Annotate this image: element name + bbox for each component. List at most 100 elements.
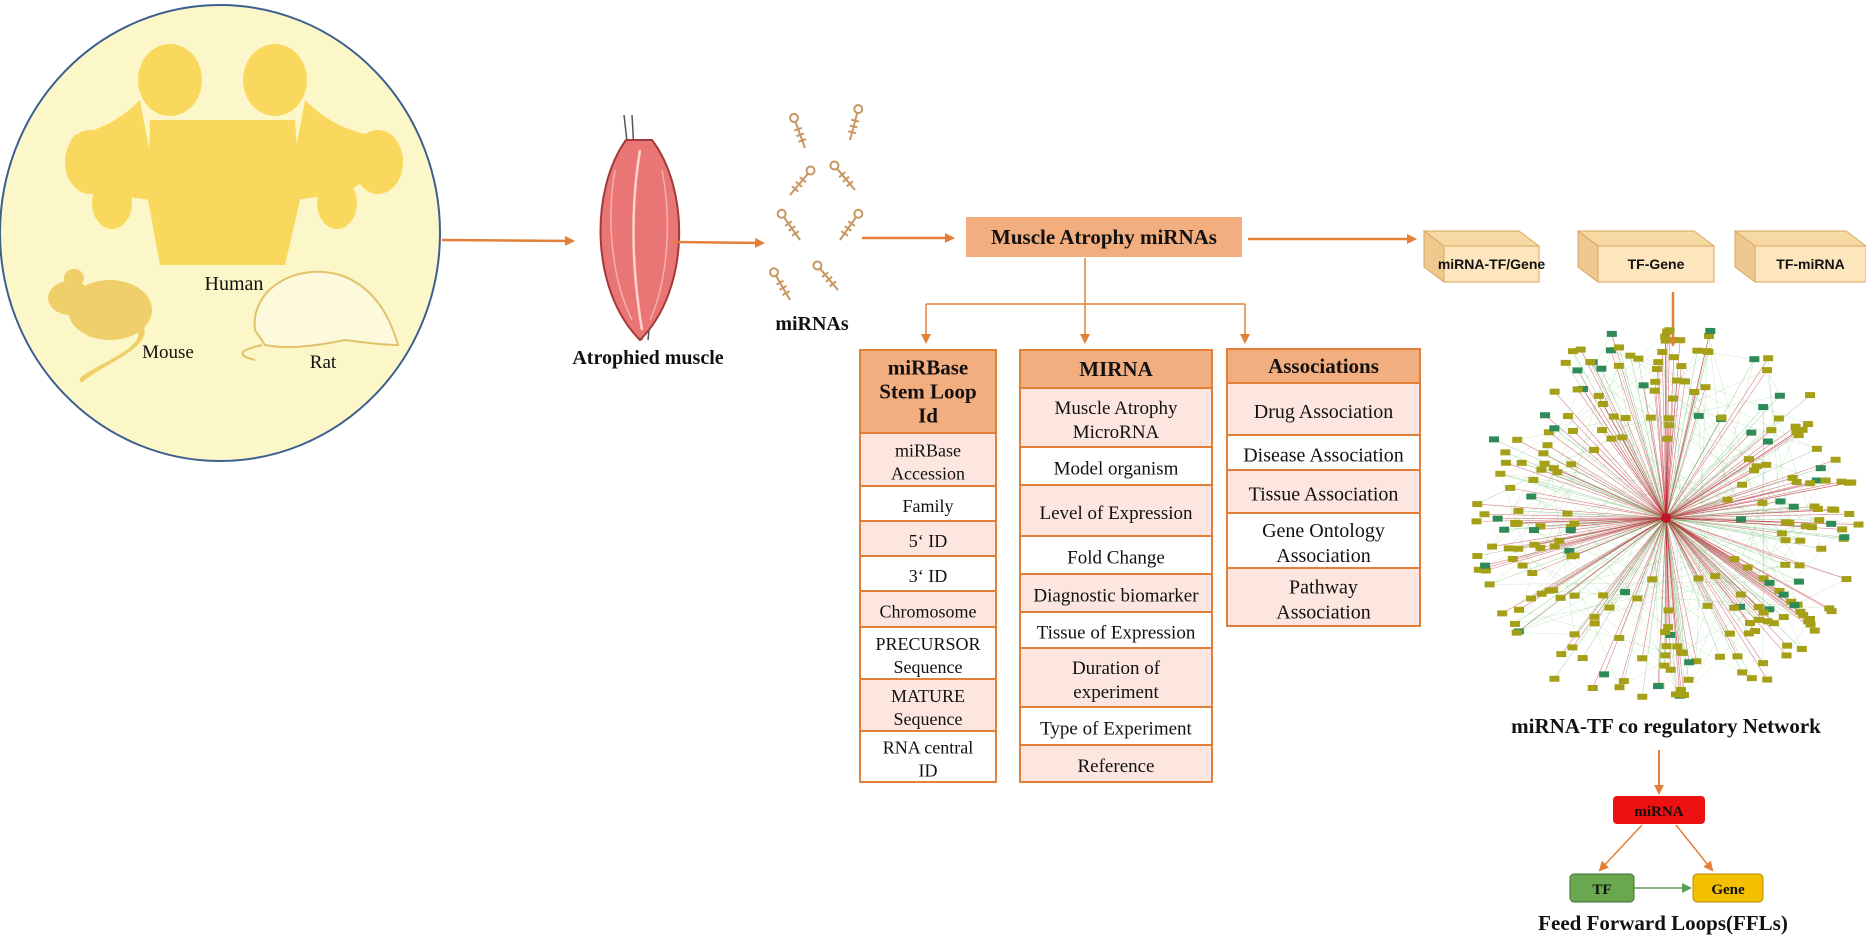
network-edge — [1515, 517, 1667, 524]
network-node — [1753, 604, 1764, 611]
network-node — [1565, 527, 1576, 534]
network-caption: miRNA-TF co regulatory Network — [1511, 714, 1821, 738]
network-edge — [1510, 429, 1603, 489]
network-edge — [1665, 517, 1735, 609]
network-edge — [1665, 366, 1682, 519]
network-node — [1809, 627, 1820, 634]
network-node — [1538, 450, 1549, 457]
network-edge — [1665, 466, 1757, 519]
network-node — [1705, 327, 1716, 334]
network-edge — [1665, 340, 1681, 519]
network-node — [1572, 367, 1583, 374]
network-node — [1784, 519, 1795, 526]
network-node — [1805, 621, 1816, 628]
network-node — [1542, 442, 1553, 449]
network-edge — [1572, 350, 1813, 528]
network-edge — [1476, 517, 1667, 522]
network-edge — [1492, 517, 1667, 547]
network-edge — [1665, 482, 1811, 519]
ffl-mirna-node — [1613, 796, 1705, 824]
network-node — [1567, 348, 1578, 355]
network-edge — [1665, 517, 1787, 656]
network-node — [1473, 566, 1484, 573]
network-edge — [1665, 517, 1760, 621]
network-node — [1472, 501, 1483, 508]
network-node — [1516, 459, 1527, 466]
network-edge — [1721, 417, 1817, 450]
network-node — [1549, 543, 1560, 550]
network-node — [1650, 378, 1661, 385]
network-node — [1839, 534, 1850, 541]
network-edge — [1665, 499, 1728, 519]
network-edge — [1592, 362, 1667, 519]
network-node — [1773, 415, 1784, 422]
network-node — [1800, 523, 1811, 530]
col2-row-label: Level of Expression — [1039, 503, 1193, 524]
network-edge — [1567, 464, 1767, 514]
col2-row-label: experiment — [1073, 682, 1159, 703]
network-edge — [1572, 340, 1666, 432]
network-node — [1527, 569, 1538, 576]
network-node — [1812, 505, 1823, 512]
network-edge — [1577, 370, 1667, 519]
ffl-arrow-mirna-tf — [1598, 824, 1643, 872]
network-node — [1675, 337, 1686, 344]
network-node — [1692, 347, 1703, 354]
col1-row — [859, 432, 997, 487]
network-edge — [1665, 418, 1780, 519]
network-node — [1758, 609, 1769, 616]
network-edge — [1665, 509, 1835, 519]
network-edge — [1698, 415, 1708, 606]
network-node — [1791, 429, 1802, 436]
network-edge — [1665, 517, 1678, 647]
network-node — [1645, 414, 1656, 421]
network-edge — [1641, 517, 1667, 659]
network-edge — [1601, 429, 1667, 519]
network-node — [1662, 435, 1673, 442]
network-edge — [1609, 391, 1695, 608]
rat-label: Rat — [310, 352, 337, 373]
network-node — [1549, 388, 1560, 395]
col2-row-label: MicroRNA — [1073, 422, 1160, 443]
network-node — [1716, 414, 1727, 421]
network-node — [1820, 477, 1831, 484]
network-node — [1796, 645, 1807, 652]
ffl-gene-node — [1692, 873, 1764, 903]
network-node — [1662, 328, 1673, 335]
network-edge — [1665, 517, 1708, 607]
network-node — [1758, 575, 1769, 582]
network-node — [1567, 644, 1578, 651]
col3-row-label: Gene Ontology — [1262, 520, 1385, 542]
atrophied-muscle-label: Atrophied muscle — [572, 347, 723, 369]
network-edge — [1665, 484, 1743, 519]
col3-row-label: Pathway — [1289, 577, 1358, 599]
network-node — [1826, 520, 1837, 527]
col2-row-label: Reference — [1078, 756, 1155, 777]
network-node — [1787, 474, 1798, 481]
network-edge — [1515, 417, 1651, 524]
network-edge — [1665, 369, 1768, 519]
network-edge — [1694, 391, 1800, 566]
network-edge — [1618, 347, 1667, 519]
network-node — [1793, 432, 1804, 439]
network-edge — [1518, 558, 1735, 632]
network-node — [1737, 669, 1748, 676]
network-node — [1529, 541, 1540, 548]
network-node — [1702, 602, 1713, 609]
network-edge — [1582, 388, 1667, 519]
network-node — [1815, 465, 1826, 472]
network-edge — [1611, 351, 1709, 439]
network-edge — [1572, 430, 1667, 519]
network-edge — [1665, 517, 1671, 635]
network-edge — [1541, 469, 1667, 519]
network-edge — [1665, 387, 1706, 519]
network-node — [1555, 594, 1566, 601]
network-node — [1614, 634, 1625, 641]
network-node — [1653, 683, 1664, 690]
network-node — [1620, 415, 1631, 422]
network-node — [1764, 606, 1775, 613]
network-node — [1526, 493, 1537, 500]
network-edge — [1766, 370, 1790, 523]
network-edge — [1651, 517, 1667, 580]
network-edge — [1661, 351, 1667, 519]
